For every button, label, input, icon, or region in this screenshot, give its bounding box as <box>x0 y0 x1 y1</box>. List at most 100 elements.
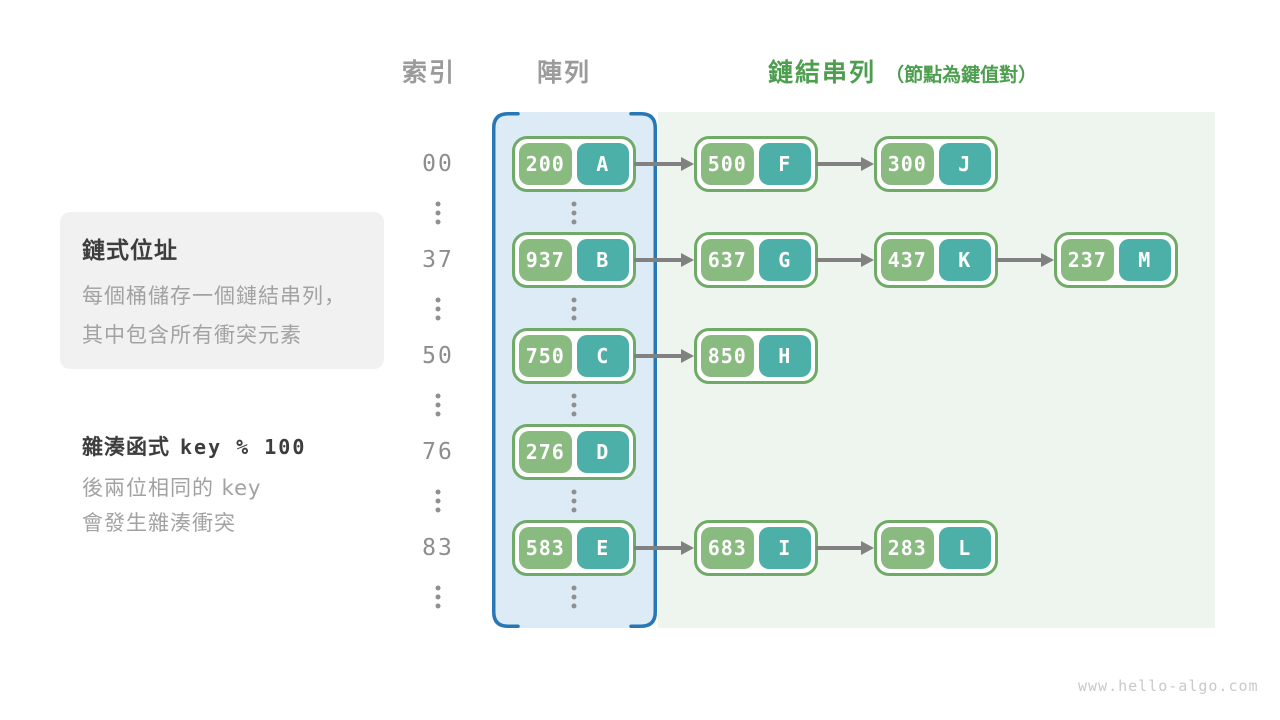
node-value-cell: C <box>576 335 629 377</box>
array-ellipsis-dots <box>571 489 577 513</box>
node-key-cell: 437 <box>881 239 934 281</box>
ellipsis-dot <box>435 393 441 399</box>
node-key-cell: 583 <box>519 527 572 569</box>
array-ellipsis-dots <box>571 201 577 225</box>
node-value-cell: E <box>576 527 629 569</box>
node-value-cell: M <box>1118 239 1171 281</box>
arrow-icon <box>634 252 694 268</box>
arrow-shaft <box>996 258 1042 262</box>
ellipsis-dot <box>435 210 441 216</box>
ellipsis-dot <box>571 594 577 600</box>
node-key-cell: 237 <box>1061 239 1114 281</box>
ellipsis-dot <box>571 507 577 513</box>
node-key-cell: 300 <box>881 143 934 185</box>
array-ellipsis-dots <box>571 393 577 417</box>
node-value-cell: G <box>758 239 811 281</box>
node-value-cell: B <box>576 239 629 281</box>
ellipsis-dot <box>435 306 441 312</box>
node-key-cell: 750 <box>519 335 572 377</box>
hash-note-line: 會發生雜湊衝突 <box>82 511 236 535</box>
node-key-cell: 850 <box>701 335 754 377</box>
watermark: www.hello-algo.com <box>1078 677 1259 695</box>
ellipsis-dot <box>435 507 441 513</box>
arrow-icon <box>634 540 694 556</box>
node-key-cell: 937 <box>519 239 572 281</box>
arrow-icon <box>816 156 874 172</box>
ellipsis-dot <box>435 219 441 225</box>
arrow-icon <box>816 540 874 556</box>
arrow-icon <box>634 156 694 172</box>
arrow-head-icon <box>681 541 694 555</box>
chaining-note-line: 其中包含所有衝突元素 <box>82 323 302 347</box>
index-ellipsis-dots <box>435 297 441 321</box>
hash-function-title-text: 雜湊函式 <box>82 435 170 459</box>
ellipsis-dot <box>435 603 441 609</box>
bucket-index-label: 00 <box>422 151 454 177</box>
node-value-cell: F <box>758 143 811 185</box>
index-ellipsis-dots <box>435 585 441 609</box>
node-value-cell: L <box>938 527 991 569</box>
node-value-cell: K <box>938 239 991 281</box>
node-value-cell: J <box>938 143 991 185</box>
ellipsis-dot <box>571 603 577 609</box>
ellipsis-dot <box>571 489 577 495</box>
ellipsis-dot <box>571 585 577 591</box>
node-key-cell: 500 <box>701 143 754 185</box>
ellipsis-dot <box>571 393 577 399</box>
bucket-index-label: 76 <box>422 439 454 465</box>
node-value-cell: D <box>576 431 629 473</box>
ellipsis-dot <box>435 297 441 303</box>
ellipsis-dot <box>435 585 441 591</box>
index-ellipsis-dots <box>435 489 441 513</box>
ellipsis-dot <box>571 210 577 216</box>
header-array-label: 陣列 <box>537 58 592 87</box>
ellipsis-dot <box>435 315 441 321</box>
chaining-note-title: 鏈式位址 <box>82 238 178 264</box>
node-key-cell: 637 <box>701 239 754 281</box>
node-value-cell: H <box>758 335 811 377</box>
ellipsis-dot <box>571 219 577 225</box>
node-key-cell: 683 <box>701 527 754 569</box>
hash-note-line: 後兩位相同的 key <box>82 476 262 500</box>
arrow-icon <box>996 252 1054 268</box>
array-bracket-icon <box>492 112 657 628</box>
arrow-head-icon <box>861 541 874 555</box>
array-ellipsis-dots <box>571 297 577 321</box>
ellipsis-dot <box>571 411 577 417</box>
arrow-head-icon <box>681 157 694 171</box>
arrow-shaft <box>634 162 682 166</box>
ellipsis-dot <box>571 201 577 207</box>
header-index-label: 索引 <box>402 58 457 87</box>
hash-function-code: key % 100 <box>180 435 307 459</box>
arrow-shaft <box>816 258 862 262</box>
arrow-head-icon <box>1041 253 1054 267</box>
ellipsis-dot <box>435 489 441 495</box>
ellipsis-dot <box>435 402 441 408</box>
arrow-head-icon <box>861 253 874 267</box>
bucket-index-label: 83 <box>422 535 454 561</box>
node-key-cell: 200 <box>519 143 572 185</box>
node-value-cell: A <box>576 143 629 185</box>
ellipsis-dot <box>571 402 577 408</box>
chaining-note-box: 鏈式位址 每個桶儲存一個鏈結串列， 其中包含所有衝突元素 <box>60 212 384 369</box>
node-value-cell: I <box>758 527 811 569</box>
ellipsis-dot <box>571 315 577 321</box>
bucket-index-label: 37 <box>422 247 454 273</box>
arrow-head-icon <box>681 349 694 363</box>
arrow-shaft <box>816 162 862 166</box>
arrow-head-icon <box>861 157 874 171</box>
